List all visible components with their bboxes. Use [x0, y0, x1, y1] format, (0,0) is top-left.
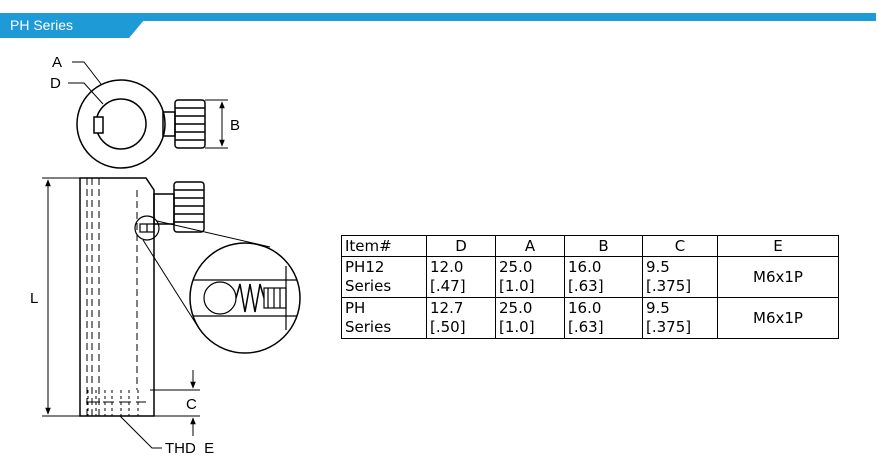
- label-c: C: [186, 396, 197, 413]
- label-thd-e: THD E: [165, 440, 214, 457]
- cell-a: 25.0 [1.0]: [495, 297, 565, 339]
- cell-item: PH Series: [341, 297, 427, 339]
- knob-head-side: [173, 181, 205, 233]
- cell-b: 16.0 [.63]: [564, 256, 643, 298]
- knob-stem-side: [153, 193, 175, 225]
- label-d: D: [50, 75, 61, 92]
- detail-circle-large: [189, 242, 301, 354]
- detent-ball: [203, 281, 237, 315]
- leader-thd: [119, 415, 162, 449]
- collar-outer-circle: [76, 79, 166, 169]
- col-header-item: Item#: [341, 235, 427, 257]
- cell-e: M6x1P: [717, 297, 839, 339]
- cell-item: PH12 Series: [341, 256, 427, 298]
- cell-d: 12.0 [.47]: [426, 256, 496, 298]
- col-header-a: A: [495, 235, 565, 257]
- leader-d: [68, 82, 104, 105]
- cell-b: 16.0 [.63]: [564, 297, 643, 339]
- leader-a: [72, 61, 102, 85]
- header-tab: [0, 13, 150, 38]
- cell-c: 9.5 [.375]: [642, 256, 718, 298]
- top-view: [68, 61, 228, 169]
- cell-c: 9.5 [.375]: [642, 297, 718, 339]
- cell-d: 12.7 [.50]: [426, 297, 496, 339]
- table-row: PH12 Series 12.0 [.47] 25.0 [1.0] 16.0 […: [341, 256, 839, 298]
- cell-e: M6x1P: [717, 256, 839, 298]
- col-header-c: C: [642, 235, 718, 257]
- label-l: L: [30, 290, 38, 307]
- detent-spring: [235, 283, 265, 313]
- page-title: PH Series: [10, 17, 74, 33]
- collar-body: [79, 177, 155, 417]
- spec-table: Item# D A B C E PH12 Series 12.0 [.47] 2…: [341, 235, 839, 339]
- side-view: [42, 177, 301, 449]
- table-header-row: Item# D A B C E: [341, 235, 839, 257]
- col-header-b: B: [564, 235, 643, 257]
- table-row: PH Series 12.7 [.50] 25.0 [1.0] 16.0 [.6…: [341, 297, 839, 339]
- detail-circle-small: [134, 215, 160, 241]
- header-band: [0, 13, 876, 21]
- col-header-d: D: [426, 235, 496, 257]
- keyway: [93, 116, 104, 134]
- col-header-e: E: [717, 235, 839, 257]
- cell-a: 25.0 [1.0]: [495, 256, 565, 298]
- label-b: B: [230, 117, 240, 134]
- label-a: A: [52, 54, 62, 71]
